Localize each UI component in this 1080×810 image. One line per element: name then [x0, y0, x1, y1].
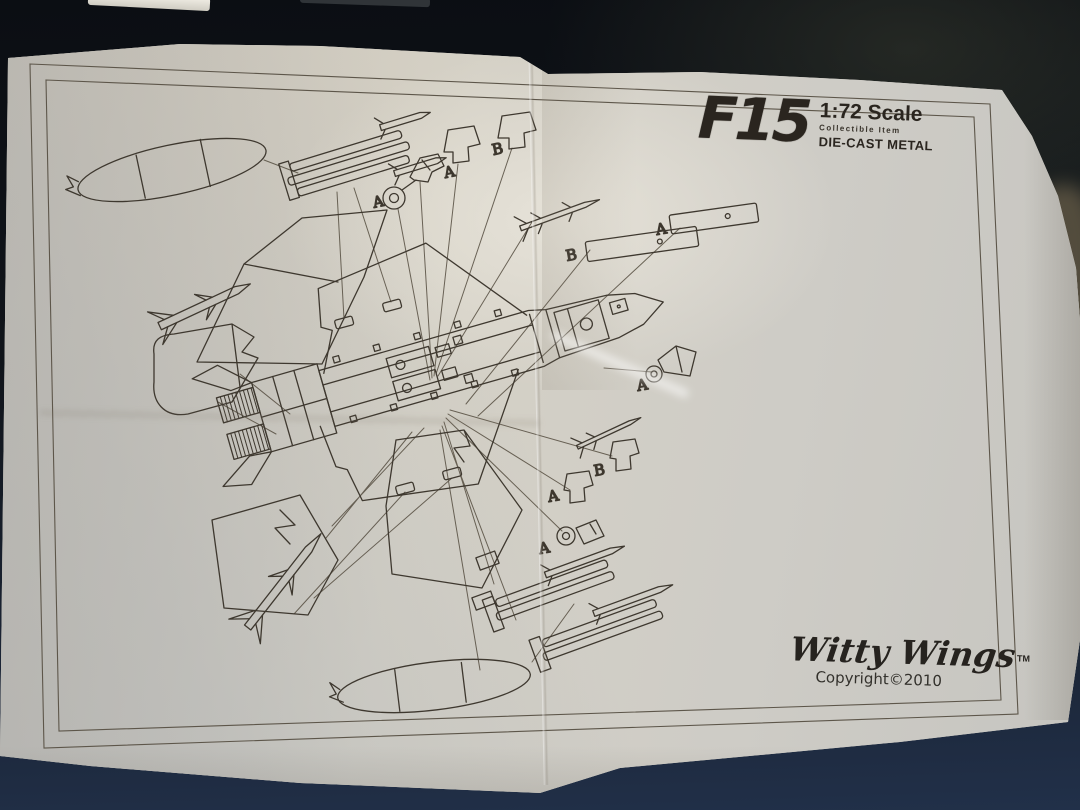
fuselage-drawing	[191, 242, 664, 502]
diagram-lines: A A B B A A B A A	[65, 111, 760, 714]
fin-panel	[211, 494, 339, 616]
part-label-b: B	[564, 245, 578, 265]
part-labels: A A B B A A B A A	[370, 139, 669, 559]
attachment-pads	[334, 298, 463, 496]
wing-root-upper	[317, 242, 528, 374]
missile-rack-top	[278, 111, 447, 202]
drop-tank-top	[65, 137, 267, 203]
part-label-b: B	[592, 460, 606, 480]
box-edge-2	[299, 0, 431, 8]
part-label-a: A	[441, 162, 456, 182]
drop-tank-bottom	[328, 658, 531, 714]
missile-sparrow-bottom	[228, 533, 322, 645]
missile-sparrow-left	[146, 283, 251, 346]
part-label-b: B	[490, 139, 505, 159]
part-label-a: A	[370, 192, 385, 212]
model-title: F15	[696, 83, 811, 156]
leader-lines	[217, 147, 681, 671]
wing-root-lower	[319, 368, 519, 502]
product-logo: F15 1:72 Scale Collectible Item DIE-CAST…	[696, 83, 935, 156]
pylon-a1	[443, 125, 481, 164]
pylon-b1	[497, 111, 537, 150]
stab-plate-b	[584, 225, 700, 263]
part-label-a: A	[653, 219, 668, 239]
missile-sidewinder-lower	[570, 416, 642, 459]
wing-panel	[196, 209, 388, 365]
scale-text: 1:72 Scale	[819, 99, 923, 127]
stabilizer-piece	[153, 323, 259, 416]
sheet-border	[29, 63, 1019, 749]
box-edge	[87, 0, 211, 12]
pylon-b2	[609, 438, 640, 472]
landing-gear-lower	[556, 519, 605, 546]
wing-panel-2	[385, 429, 523, 589]
brand-logo: Witty Wings	[787, 629, 1018, 676]
pylon-a2	[563, 470, 594, 504]
landing-gear-top	[382, 153, 445, 210]
stab-plate-a	[668, 202, 760, 235]
part-label-a: A	[545, 486, 560, 506]
missile-racks-bottom	[471, 545, 674, 673]
brand-block: Witty WingsTM Copyright©2010	[787, 629, 1030, 693]
